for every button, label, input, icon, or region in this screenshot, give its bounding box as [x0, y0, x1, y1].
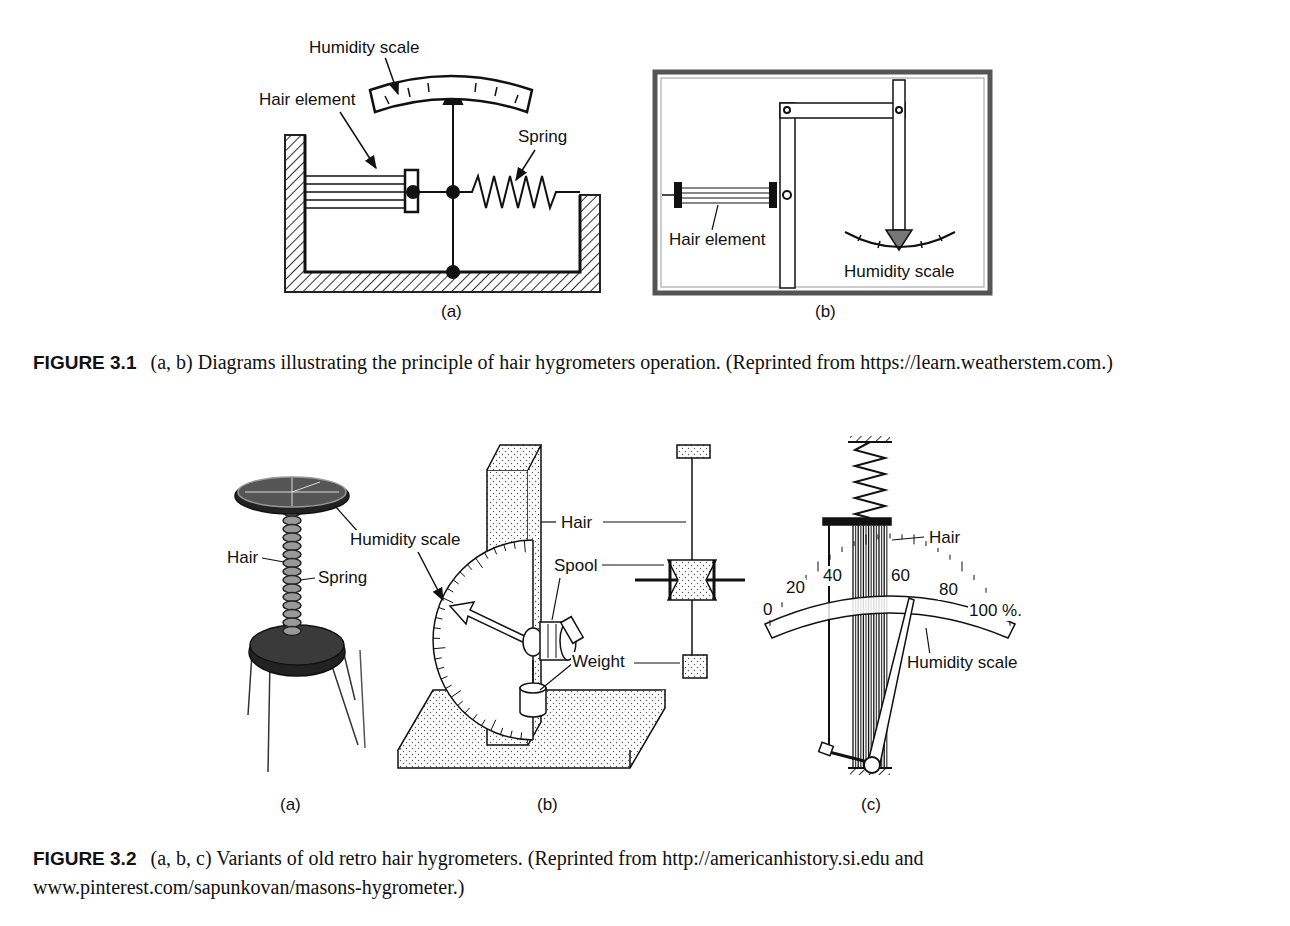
caption-text: (a, b) Diagrams illustrating the princip…	[150, 351, 1112, 373]
panel-letter: (b)	[536, 795, 559, 815]
figure-caption: FIGURE 3.1 (a, b) Diagrams illustrating t…	[33, 348, 1238, 377]
figure-number: FIGURE 3.1	[33, 352, 136, 373]
part-label: Hair	[560, 513, 593, 533]
panel-letter: (b)	[814, 302, 837, 322]
scale-number: 20	[785, 578, 806, 598]
scale-number: 60	[890, 566, 911, 586]
part-label: Humidity scale	[843, 262, 956, 282]
panel-letter: (a)	[440, 302, 463, 322]
part-label: Humidity scale	[906, 653, 1019, 673]
part-label: Humidity scale	[349, 530, 462, 550]
part-label: Hair	[928, 528, 961, 548]
part-label: Humidity scale	[308, 38, 421, 58]
part-label: Hair	[226, 548, 259, 568]
spool-hygrometer	[398, 445, 745, 768]
part-label: Weight	[571, 652, 626, 672]
panel-letter: (c)	[860, 795, 882, 815]
part-label: Spring	[517, 127, 568, 147]
part-label: Hair element	[258, 90, 356, 110]
scale-number: 80	[938, 580, 959, 600]
part-label: Spring	[317, 568, 368, 588]
part-label: Spool	[553, 556, 598, 576]
scale-number: 40	[822, 566, 843, 586]
caption-text: (a, b, c) Variants of old retro hair hyg…	[33, 847, 924, 898]
figure-caption: FIGURE 3.2(a, b, c) Variants of old retr…	[33, 844, 1238, 901]
stool-hygrometer	[235, 477, 365, 772]
scale-number: 100 %.	[968, 601, 1023, 621]
hygrometer-b	[655, 72, 990, 293]
part-label: Hair element	[668, 230, 766, 250]
figure-number: FIGURE 3.2	[33, 848, 136, 869]
scale-number: 0	[762, 600, 773, 620]
panel-letter: (a)	[279, 795, 302, 815]
